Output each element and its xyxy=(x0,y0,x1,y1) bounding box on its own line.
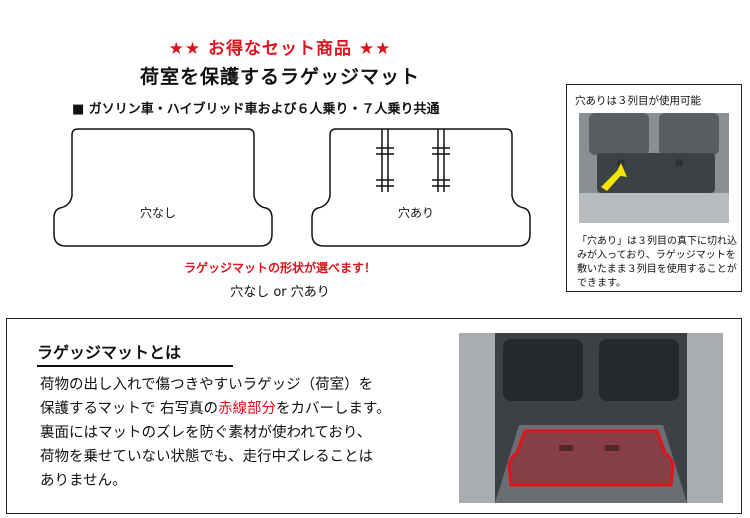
mat-hole-diagram xyxy=(311,128,531,247)
info-body: 荷物の出し入れで傷つきやすいラゲッジ（荷室）を 保護するマットで 右写真の赤線部… xyxy=(40,373,460,493)
info-line-1: 荷物の出し入れで傷つきやすいラゲッジ（荷室）を xyxy=(40,377,374,393)
info-line-5: ありません。 xyxy=(40,473,127,489)
info-line-4: 荷物を乗せていない状態でも、走行中ズレることは xyxy=(40,449,374,465)
shape-choice-options: 穴なし or 穴あり xyxy=(230,285,330,300)
luggage-mat-info-box: ラゲッジマットとは 荷物の出し入れで傷つきやすいラゲッジ（荷室）を 保護するマッ… xyxy=(6,318,742,514)
third-row-photo xyxy=(579,113,729,223)
mat-hole-label: 穴あり xyxy=(398,206,435,220)
promo-banner: ★★ お得なセット商品 ★★ xyxy=(168,39,392,59)
info-title: ラゲッジマットとは xyxy=(37,339,233,367)
shape-choice-headline: ラゲッジマットの形状が選べます！ xyxy=(183,261,376,275)
hole-info-caption: 穴ありは３列目が使用可能 xyxy=(575,95,701,107)
info-line-3: 裏面にはマットのズレを防ぐ素材が使われており、 xyxy=(40,425,372,441)
hole-info-description: 「穴あり」は３列目の真下に切れ込みが入っており、ラゲッジマットを敷いたまま３列目… xyxy=(577,236,737,289)
red-line-highlight: 赤線部分 xyxy=(218,401,277,417)
mat-no-hole-diagram xyxy=(53,128,273,247)
hole-info-box: 穴ありは３列目が使用可能 「穴あり」は３列目の真下に切れ込みが入っており、ラゲッ… xyxy=(566,84,742,292)
mat-no-hole-label: 穴なし xyxy=(140,206,177,220)
info-line-2: 保護するマットで 右写真の赤線部分をカバーします。 xyxy=(40,401,391,417)
page-title: 荷室を保護するラゲッジマット xyxy=(139,66,420,88)
compatibility-note: ■ ガソリン車・ハイブリッド車および６人乗り・７人乗り共通 xyxy=(72,102,440,117)
luggage-area-photo xyxy=(459,333,723,503)
